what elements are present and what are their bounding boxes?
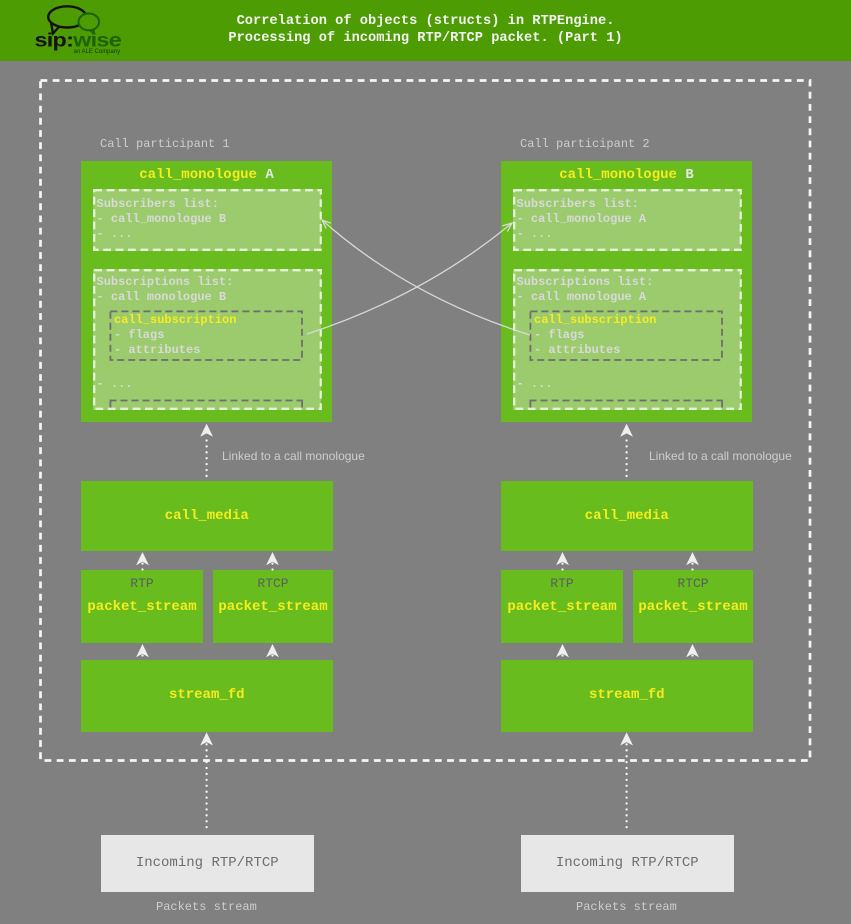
svg-text:sip:wise: sip:wise [35,29,122,51]
svg-text:an ALE Company: an ALE Company [74,49,121,55]
